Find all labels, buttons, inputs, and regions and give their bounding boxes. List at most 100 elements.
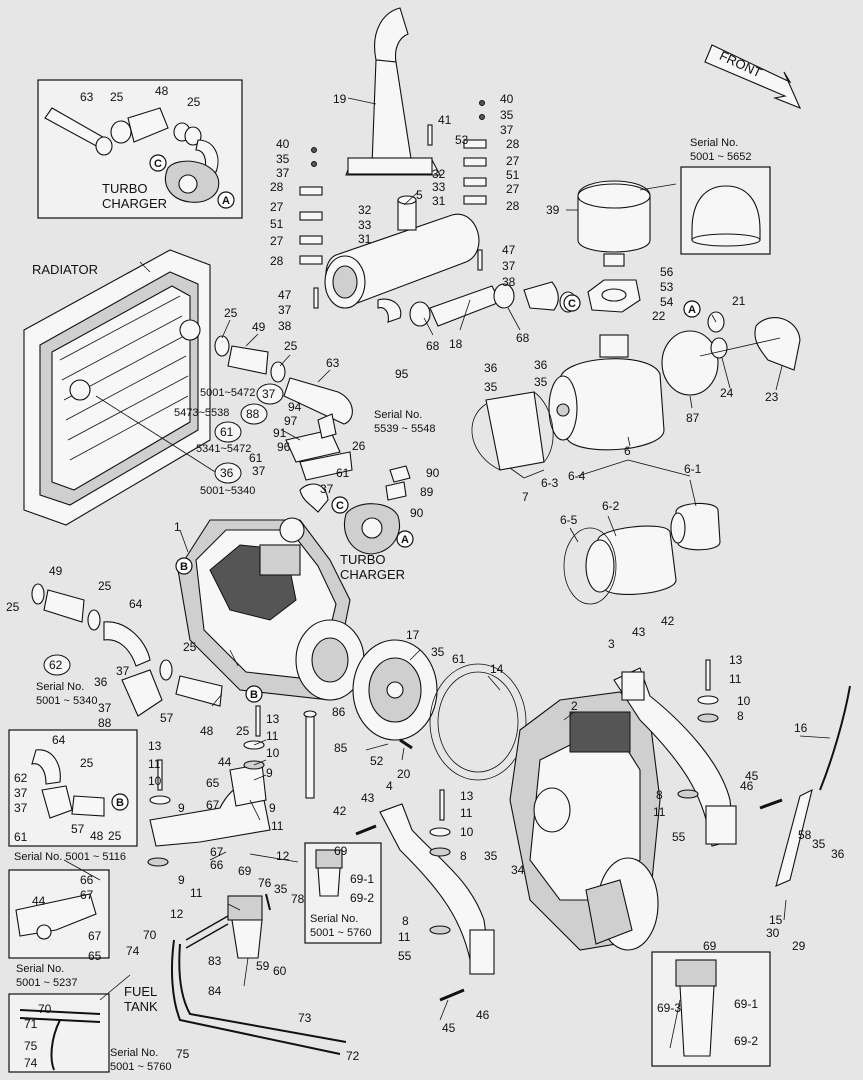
callout-25: 25 [187,95,201,109]
svg-text:37: 37 [252,464,266,478]
bracket-44-inset-box [8,869,110,959]
svg-text:64: 64 [129,597,143,611]
svg-text:7: 7 [522,490,529,504]
svg-text:36: 36 [831,847,845,861]
callout-61: 61 [336,466,350,480]
callout-30: 30 [766,926,780,940]
callout-25: 25 [183,640,197,654]
callout-37: 37 [14,786,28,800]
callout-63: 63 [326,356,340,370]
callout-10: 10 [737,694,751,708]
callout-18: 18 [449,337,463,351]
svg-text:A: A [401,534,409,546]
callout-69-2: 69-2 [350,891,374,905]
caption-serial-62: Serial No.5001 ~ 5340 [36,681,97,707]
callout-8: 8 [656,788,663,802]
svg-text:35: 35 [500,108,514,122]
radiator [23,249,211,526]
svg-text:18: 18 [449,337,463,351]
callout-45: 45 [745,769,759,783]
callout-27: 27 [270,234,284,248]
marker-A: A [683,300,701,318]
svg-text:61: 61 [336,466,350,480]
callout-8: 8 [737,709,744,723]
svg-text:53: 53 [660,280,674,294]
svg-text:55: 55 [672,830,686,844]
callout-95: 95 [395,367,409,381]
svg-text:67: 67 [210,845,224,859]
callout-53: 53 [660,280,674,294]
callout-11: 11 [460,806,473,820]
air-cleaner [548,180,665,451]
svg-text:36: 36 [484,361,498,375]
svg-text:49: 49 [252,320,266,334]
svg-text:32: 32 [432,167,446,181]
callout-35: 35 [274,882,288,896]
callout-16: 16 [794,721,808,735]
svg-text:48: 48 [155,84,169,98]
svg-text:25: 25 [98,579,112,593]
callout-89: 89 [420,485,434,499]
svg-text:25: 25 [108,829,122,843]
svg-text:3: 3 [608,637,615,651]
callout-25: 25 [80,756,94,770]
svg-text:57: 57 [160,711,174,725]
callout-37: 37 [500,123,514,137]
callout-37: 37 [116,664,130,678]
callout-97: 97 [284,414,298,428]
svg-text:74: 74 [126,944,140,958]
callout-57: 57 [71,822,85,836]
turbo-charger [299,465,411,555]
callout-9: 9 [266,766,273,780]
dipstick [775,685,851,887]
callout-23: 23 [765,390,779,404]
left-inset-box [8,729,138,847]
svg-text:19: 19 [333,92,347,106]
callout-49: 49 [252,320,266,334]
callout-3: 3 [608,637,615,651]
svg-text:A: A [222,195,230,207]
svg-text:70: 70 [38,1002,52,1016]
svg-text:48: 48 [200,724,214,738]
callout-19: 19 [333,92,347,106]
svg-text:66: 66 [210,858,224,872]
callout-61: 61 [452,652,466,666]
svg-text:B: B [116,797,124,809]
callout-22: 22 [652,309,666,323]
callout-44: 44 [218,755,232,769]
svg-text:16: 16 [794,721,808,735]
svg-text:37: 37 [278,303,292,317]
svg-text:67: 67 [88,929,102,943]
callout-36: 36 [831,847,845,861]
marker-C: C [149,154,167,172]
callout-66: 66 [210,858,224,872]
callout-21: 21 [732,294,746,308]
svg-text:11: 11 [653,805,666,819]
callout-96: 96 [277,440,291,454]
callout-37: 37 [98,701,112,715]
svg-text:74: 74 [24,1056,38,1070]
svg-text:27: 27 [506,182,520,196]
callout-67: 67 [80,888,94,902]
callout-61: 61 [249,451,263,465]
callout-69: 69 [703,939,717,953]
callout-67: 67 [210,845,224,859]
callout-35: 35 [500,108,514,122]
svg-text:35: 35 [276,152,290,166]
svg-text:31: 31 [432,194,446,208]
callout-68: 68 [426,339,440,353]
svg-text:4: 4 [386,779,393,793]
callout-9: 9 [178,873,185,887]
svg-text:97: 97 [284,414,298,428]
svg-text:83: 83 [208,954,222,968]
svg-text:25: 25 [110,90,124,104]
svg-text:60: 60 [273,964,287,978]
svg-text:44: 44 [218,755,232,769]
callout-9: 9 [178,801,185,815]
callout-9: 9 [269,801,276,815]
svg-text:44: 44 [32,894,46,908]
caption-serial-69: Serial No.5001 ~ 5760 [310,913,371,939]
callout-90: 90 [426,466,440,480]
